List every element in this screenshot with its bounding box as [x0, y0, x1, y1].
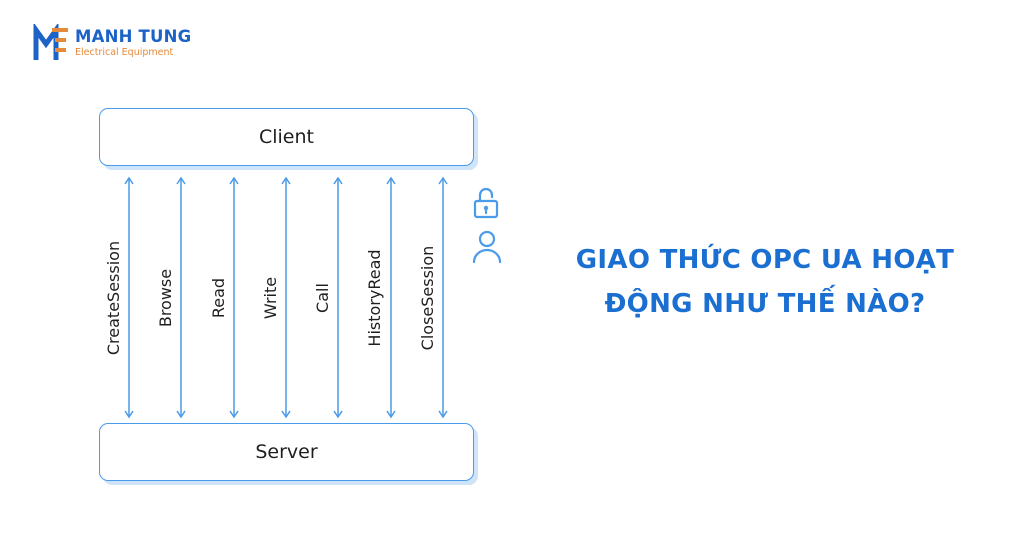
heading-line-2: ĐỘNG NHƯ THẾ NÀO?	[604, 289, 926, 319]
server-label: Server	[255, 441, 318, 463]
operation-label-read: Read	[209, 277, 228, 319]
operation-label-write: Write	[261, 276, 280, 320]
operation-label-closesession: CloseSession	[418, 245, 437, 351]
arrow-closesession	[438, 176, 448, 419]
heading-line-1: GIAO THỨC OPC UA HOẠT	[575, 245, 955, 275]
brand-tagline: Electrical Equipment	[75, 47, 174, 58]
logo-mark-icon	[33, 24, 68, 60]
arrow-historyread	[386, 176, 396, 419]
operation-label-call: Call	[313, 283, 332, 313]
client-label: Client	[258, 126, 314, 148]
client-box: Client	[99, 108, 474, 166]
operation-label-browse: Browse	[156, 268, 175, 328]
person-icon	[472, 230, 502, 264]
arrow-browse	[176, 176, 186, 419]
operation-label-createsession: CreateSession	[104, 240, 123, 356]
arrow-read	[229, 176, 239, 419]
arrow-createsession	[124, 176, 134, 419]
arrow-write	[281, 176, 291, 419]
brand-logo: MANH TUNG Electrical Equipment	[33, 24, 203, 64]
page-heading: GIAO THỨC OPC UA HOẠT ĐỘNG NHƯ THẾ NÀO?	[540, 238, 990, 326]
server-box: Server	[99, 423, 474, 481]
arrow-call	[333, 176, 343, 419]
operation-label-historyread: HistoryRead	[365, 249, 384, 347]
brand-name: MANH TUNG	[75, 27, 192, 46]
lock-icon	[473, 187, 499, 219]
